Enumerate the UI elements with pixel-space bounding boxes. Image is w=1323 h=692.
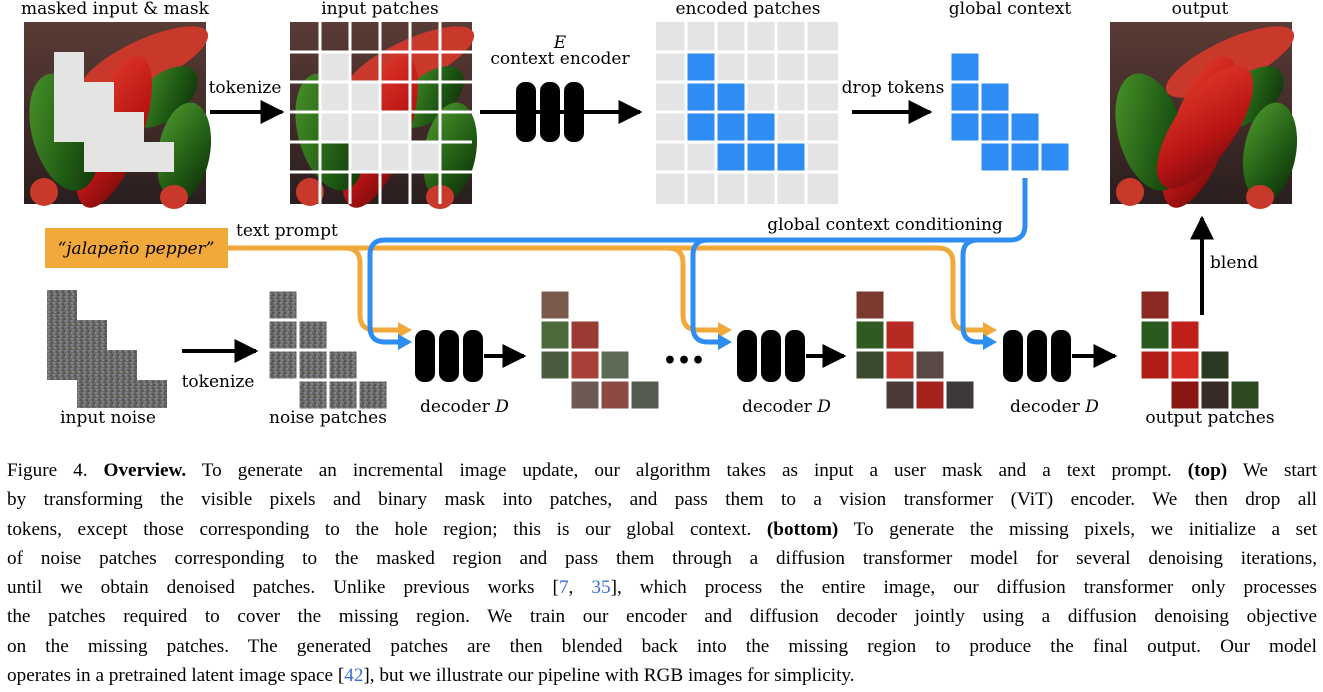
- input-patches-grid: [283, 12, 485, 217]
- output-patches-label: output patches: [1145, 408, 1274, 428]
- input-patches-label: input patches: [321, 0, 439, 19]
- prompt-box: “jalapeño pepper”: [45, 228, 228, 268]
- decoder-2-label: decoder D: [742, 397, 831, 417]
- text-prompt-label: text prompt: [236, 221, 338, 241]
- caption-line-6: the patches required to cover the missin…: [7, 606, 1317, 628]
- figure-caption: Figure 4. Overview. To generate an incre…: [7, 456, 1317, 690]
- drop-tokens-label: drop tokens: [842, 78, 945, 98]
- masked-input-label: masked input & mask: [21, 0, 210, 19]
- global-context-grid: [948, 50, 1072, 174]
- overview-figure: masked input & mask input patches encode…: [17, 0, 1305, 428]
- global-context-conditioning-lines: [367, 178, 1028, 345]
- noise-patches: [266, 288, 390, 412]
- output-image: [1103, 12, 1305, 217]
- caption-line-3: tokens, except those corresponding to th…: [7, 518, 1317, 540]
- encoder-symbol: E: [553, 33, 567, 53]
- encoded-patches-label: encoded patches: [675, 0, 820, 19]
- decoder-1-label: decoder D: [420, 397, 509, 417]
- decoder-3-label: decoder D: [1010, 397, 1099, 417]
- output-patches: [1138, 288, 1262, 412]
- caption-line-1: Figure 4. Overview. To generate an incre…: [7, 460, 1317, 481]
- context-encoder-block: [516, 82, 584, 142]
- ellipsis: •••: [663, 348, 705, 374]
- citation-link[interactable]: 35: [591, 577, 611, 599]
- input-noise-label: input noise: [60, 408, 156, 428]
- context-encoder-label: context encoder: [490, 49, 630, 69]
- tokenize-top-label: tokenize: [209, 78, 282, 98]
- noise-patches-label: noise patches: [269, 408, 387, 428]
- caption-line-7: on the missing patches. The generated pa…: [7, 635, 1317, 657]
- decoder-block-1: [415, 330, 483, 382]
- caption-line-5: until we obtain denoised patches. Unlike…: [7, 577, 1317, 599]
- blend-label: blend: [1210, 253, 1258, 273]
- citation-link[interactable]: 7: [558, 577, 569, 599]
- output-label: output: [1172, 0, 1229, 19]
- global-context-label: global context: [949, 0, 1072, 19]
- denoised-patches-1: [538, 288, 662, 412]
- masked-input-image: [17, 12, 219, 217]
- prompt-text: “jalapeño pepper”: [58, 239, 215, 259]
- caption-line-8: operates in a pretrained latent image sp…: [7, 665, 855, 687]
- caption-line-2: by transforming the visible pixels and b…: [7, 489, 1317, 511]
- denoised-patches-2: [853, 288, 977, 412]
- tokenize-bottom-label: tokenize: [182, 372, 255, 392]
- decoder-block-3: [1003, 330, 1071, 382]
- encoded-patches-grid: [656, 22, 838, 204]
- citation-link[interactable]: 42: [344, 665, 364, 687]
- caption-line-4: of noise patches corresponding to the ma…: [7, 547, 1317, 569]
- decoder-block-2: [737, 330, 805, 382]
- input-noise-image: [47, 290, 167, 408]
- global-context-conditioning-label: global context conditioning: [767, 215, 1003, 235]
